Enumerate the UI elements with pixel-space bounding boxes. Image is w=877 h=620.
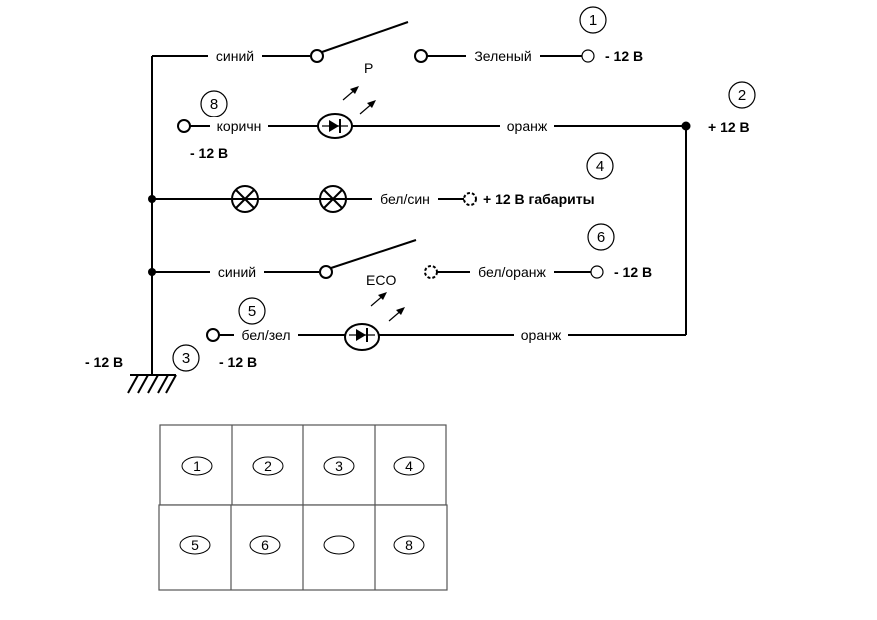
connector-pin-label: 2: [264, 458, 272, 474]
light-arrows: [370, 292, 405, 322]
lamp-icon: [231, 185, 259, 213]
connector-pin-label: 1: [193, 458, 201, 474]
switch-lever: [330, 239, 417, 269]
light-arrows: [342, 86, 376, 115]
ground-voltage: - 12 В: [85, 354, 123, 370]
lamp-icon: [319, 185, 347, 213]
row-4-eco-switch: синий бел/оранж - 12 В 6 ECO: [152, 223, 652, 288]
row-1-parking-switch: синий Зеленый - 12 В 1 P: [152, 6, 643, 76]
switch-contact: [414, 49, 428, 63]
connector-pin: 2: [252, 456, 284, 476]
terminal: [177, 119, 191, 133]
connector-pin-label: 8: [405, 537, 413, 553]
pin-number: 8: [210, 96, 218, 113]
switch-contact: [424, 265, 438, 279]
wire-label: Зеленый: [474, 48, 531, 64]
connector-pin: 8: [393, 535, 425, 555]
pin-marker: [586, 152, 614, 180]
row-2-parking-led: 8 коричн - 12 В оранж 2 + 12 В: [177, 81, 756, 335]
row-5-eco-led: 5 бел/зел - 12 В оранж: [206, 297, 686, 370]
connector-pin: 3: [323, 456, 355, 476]
terminal-voltage: - 12 В: [219, 354, 257, 370]
indicator-label: ECO: [366, 272, 396, 288]
wire-label: оранж: [521, 327, 562, 343]
connector-pin-label: 3: [335, 458, 343, 474]
pin-number: 5: [248, 303, 256, 320]
wire-label: бел/оранж: [478, 264, 546, 280]
pin-marker: [172, 344, 200, 372]
pin-marker: [238, 297, 266, 325]
connector-block: 1 2 3 4 5 6 8: [158, 424, 448, 591]
terminal-label: + 12 В габариты: [483, 191, 595, 207]
pin-marker: [579, 6, 607, 34]
connector-pin: [323, 535, 355, 555]
indicator-label: P: [364, 60, 373, 76]
wire-label: оранж: [507, 118, 548, 134]
pin-number: 6: [597, 229, 605, 246]
terminal: [581, 49, 595, 63]
wire-label: синий: [218, 264, 256, 280]
pin-number: 1: [589, 12, 597, 29]
led-indicator: [344, 323, 380, 351]
pin-number: 4: [596, 158, 604, 175]
pin-number: 3: [182, 350, 190, 367]
connector-pin-label: 6: [261, 537, 269, 553]
terminal-voltage: + 12 В: [708, 119, 750, 135]
terminal: [463, 192, 477, 206]
pin-number: 2: [738, 87, 746, 104]
connector-pin: 1: [181, 456, 213, 476]
connector-pin: 4: [393, 456, 425, 476]
connector-pin-label: 4: [405, 458, 413, 474]
terminal-voltage: - 12 В: [190, 145, 228, 161]
wire-label: бел/зел: [242, 327, 291, 343]
wire-label: бел/син: [380, 191, 430, 207]
terminal: [206, 328, 220, 342]
switch-contact: [310, 49, 324, 63]
terminal: [590, 265, 604, 279]
pin-marker: [587, 223, 615, 251]
wire-label: коричн: [217, 118, 262, 134]
ground-symbol: [127, 374, 177, 394]
row-3-side-lights: бел/син + 12 В габариты 4: [152, 152, 614, 213]
pin-marker: [728, 81, 756, 109]
switch-contact: [319, 265, 333, 279]
terminal-voltage: - 12 В: [605, 48, 643, 64]
switch-lever: [321, 21, 409, 53]
connector-pin: 5: [179, 535, 211, 555]
connector-pin-label: 5: [191, 537, 199, 553]
terminal-voltage: - 12 В: [614, 264, 652, 280]
wire-label: синий: [216, 48, 254, 64]
connector-pin: 6: [249, 535, 281, 555]
